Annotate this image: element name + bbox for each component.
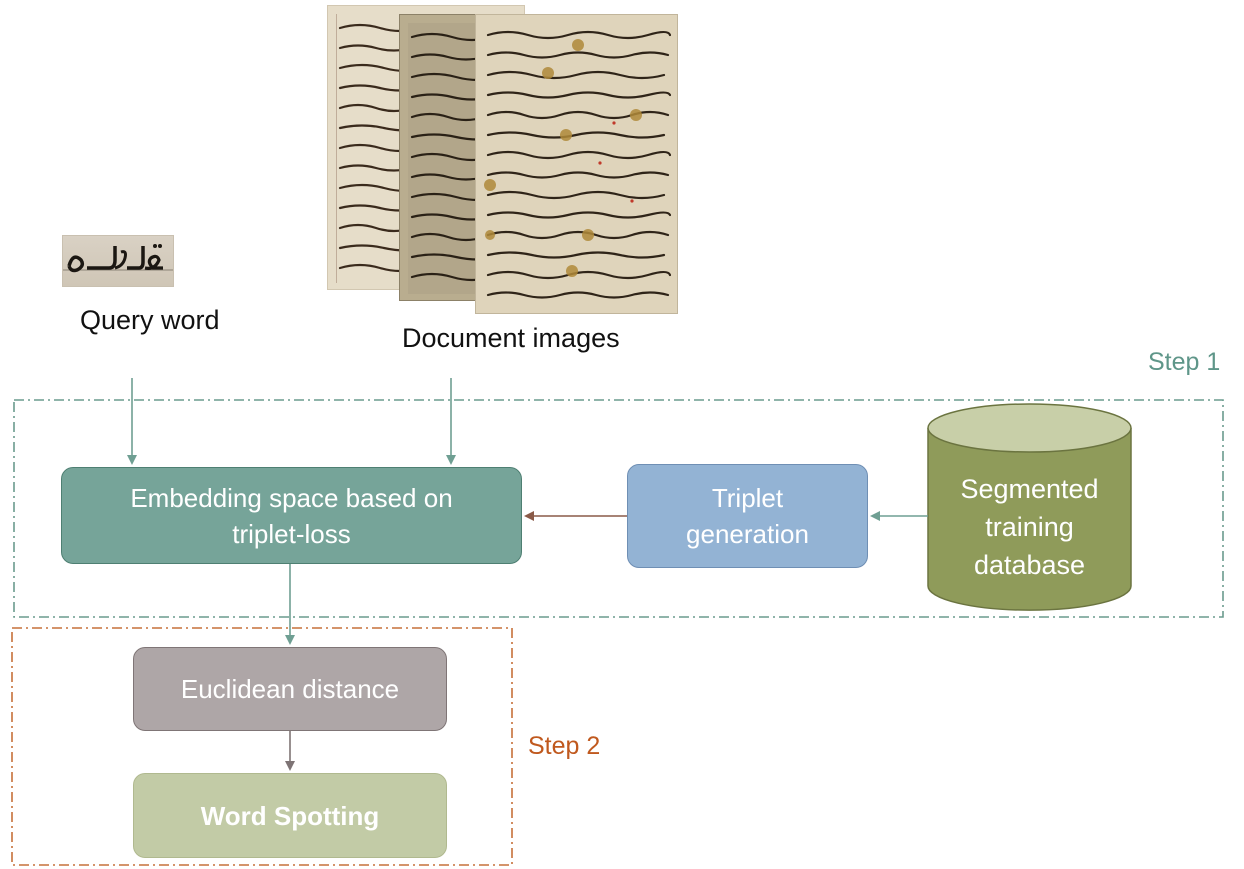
query-word-glyphs [63,244,173,273]
triplet-line-2: generation [686,519,809,549]
step1-region [13,399,1224,618]
database-cylinder [927,403,1132,611]
page-text-lines [484,30,671,299]
database-label: Segmented training database [928,470,1131,584]
step1-label: Step 1 [1148,348,1221,376]
word-spotting-box: Word Spotting [133,773,447,858]
word-spotting-text: Word Spotting [200,800,380,831]
embedding-space-box: Embedding space based on triplet-loss [61,467,522,564]
database-line-1: Segmented [960,474,1099,504]
triplet-line-1: Triplet [711,483,784,513]
embedding-space-text: Embedding space based on triplet-loss [130,480,452,552]
query-word-label: Query word [80,305,220,335]
euclidean-distance-box: Euclidean distance [133,647,447,731]
embedding-line-1: Embedding space based on [130,482,453,513]
document-images-label: Document images [402,323,620,353]
document-page-front [475,14,678,314]
step2-region [11,627,513,866]
triplet-generation-text: Triplet generation [686,480,809,552]
database-line-2: training [985,512,1074,542]
database-line-3: database [973,550,1086,580]
embedding-line-2: triplet-loss [232,518,351,549]
step2-label: Step 2 [528,732,601,760]
triplet-generation-box: Triplet generation [627,464,868,568]
query-word-image [62,235,174,287]
euclidean-distance-text: Euclidean distance [180,674,400,704]
